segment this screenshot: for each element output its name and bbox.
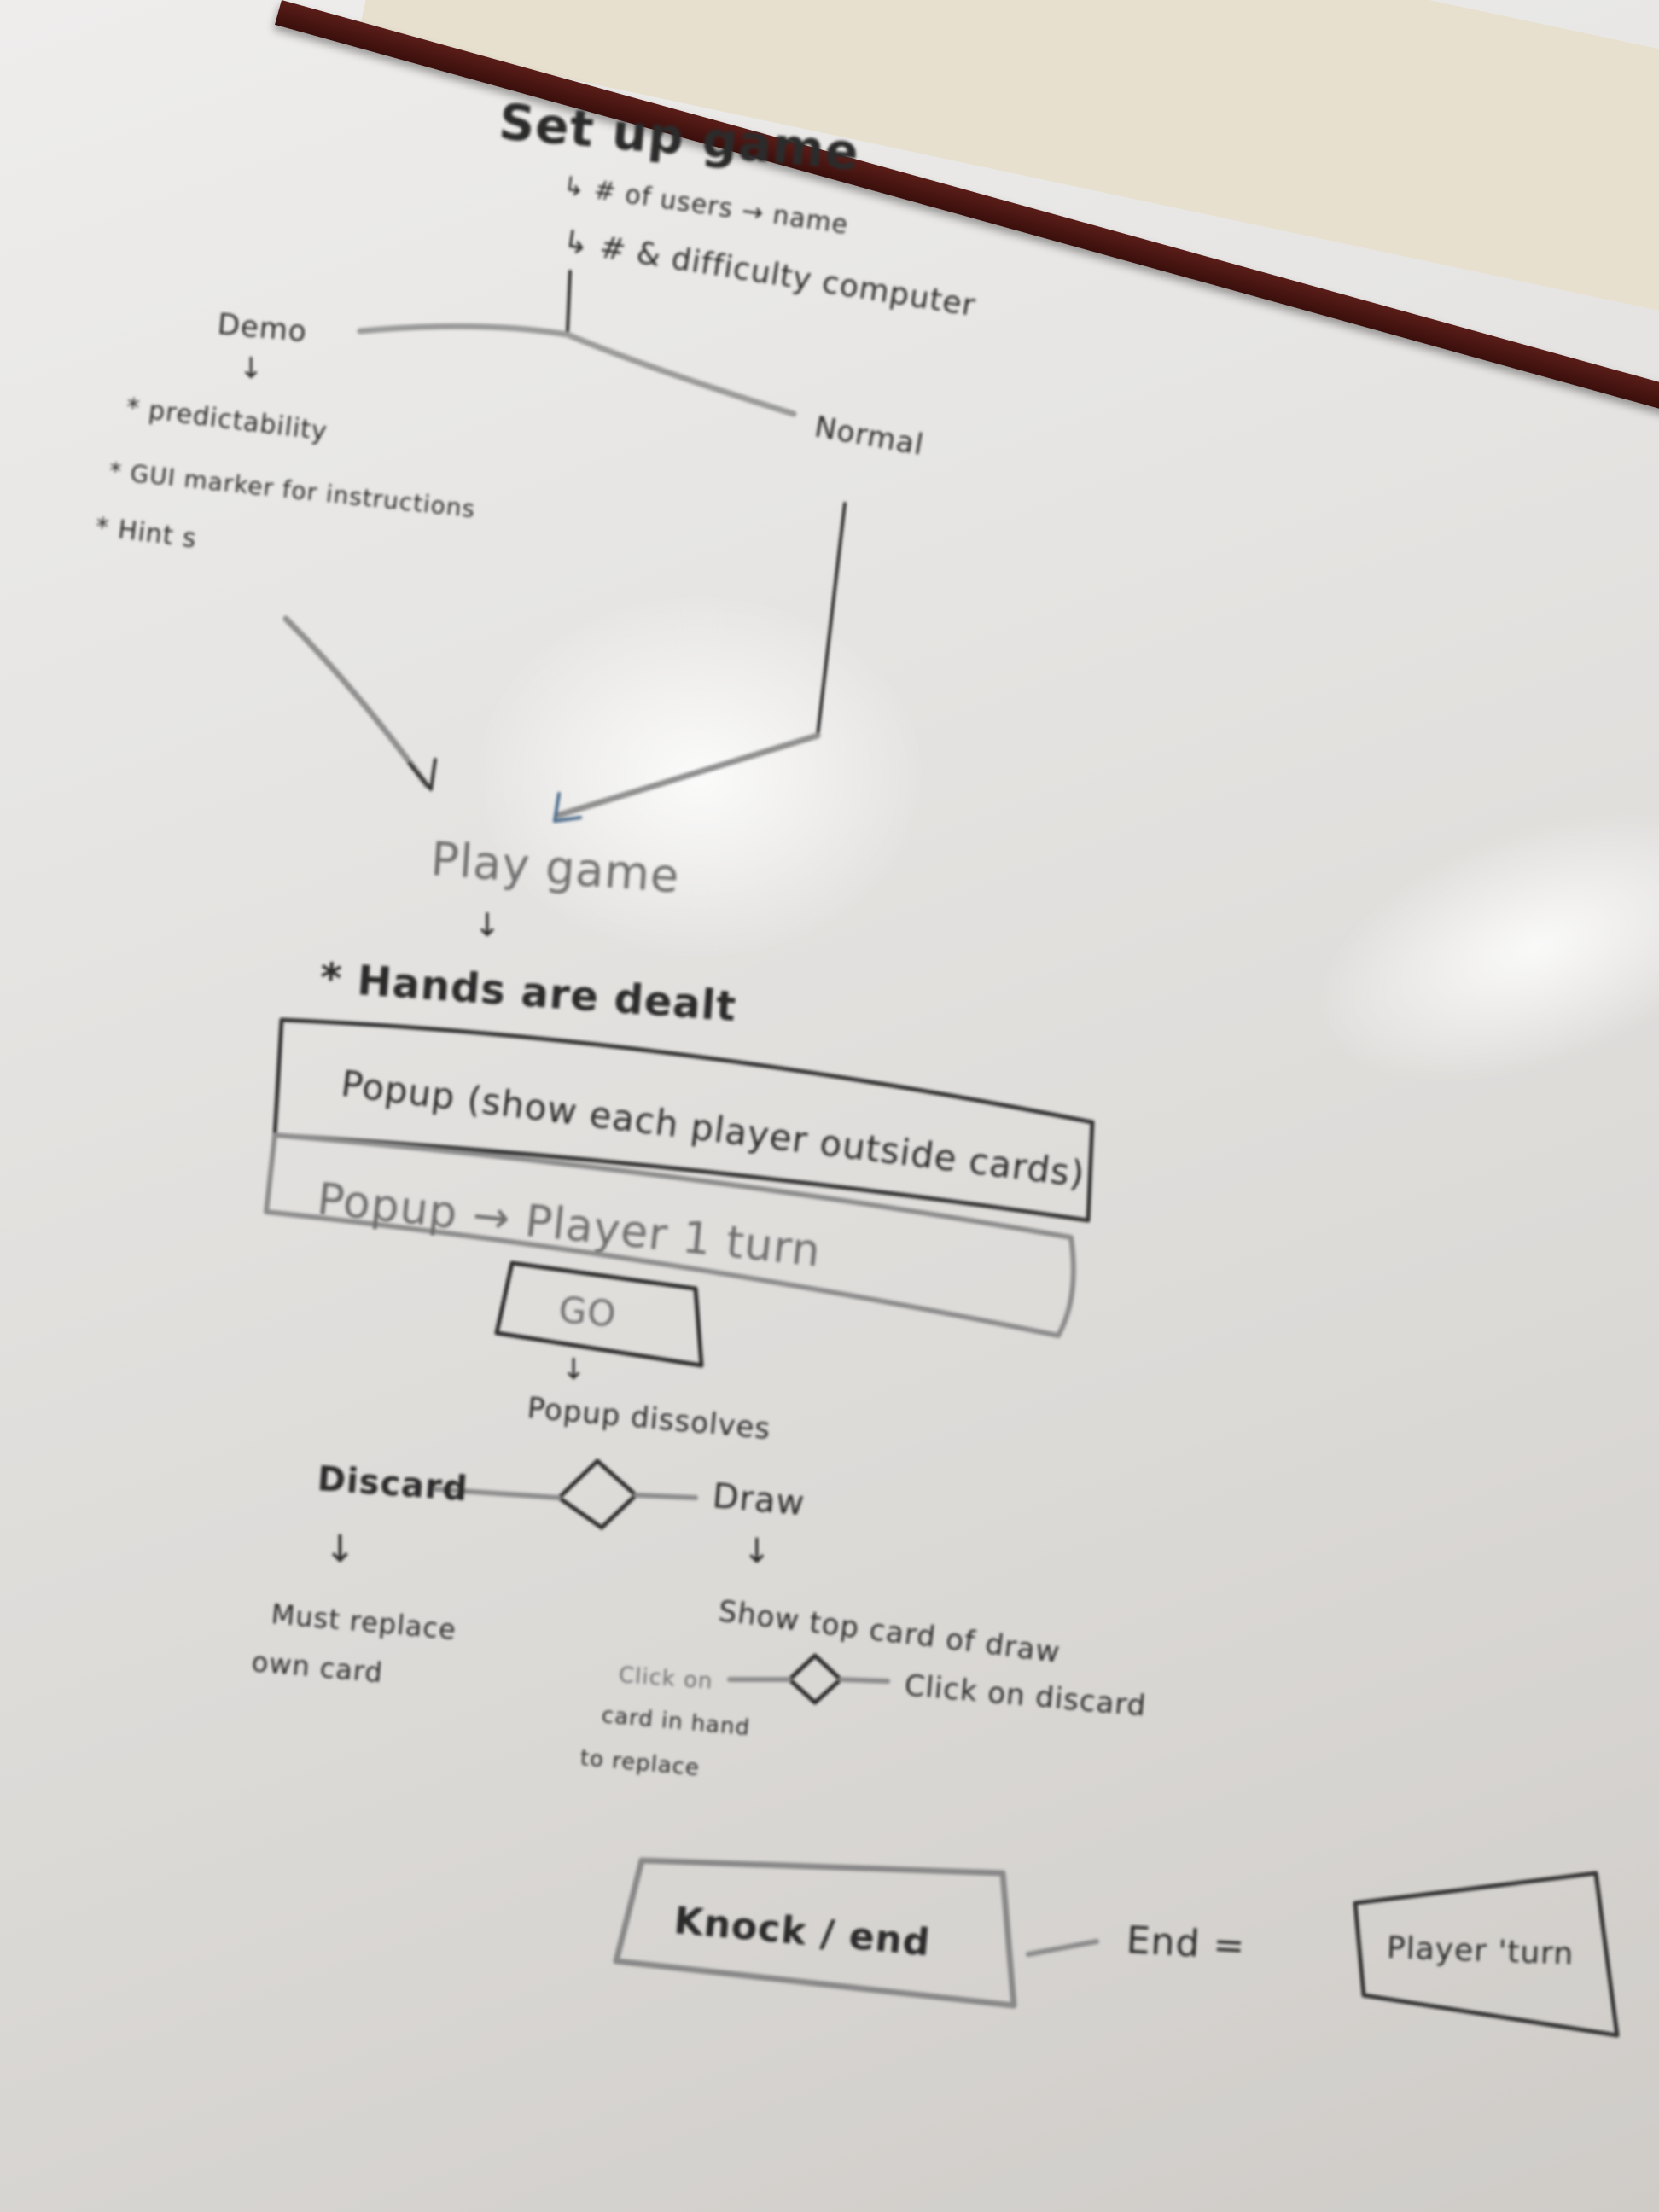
end-equals-label: End = (1125, 1918, 1247, 1969)
play-arrow: ↓ (474, 906, 502, 944)
knock-to-end-line (1026, 1939, 1099, 1957)
light-glare (478, 597, 922, 956)
setup-branch-line (357, 323, 797, 417)
popup-2-box (264, 1132, 1076, 1338)
knock-end-box (613, 1857, 1017, 2009)
decision-left-line (433, 1487, 562, 1500)
decision-right-line (633, 1493, 698, 1500)
draw-arrow: ↓ (742, 1532, 772, 1571)
setup-stem-line (566, 270, 572, 333)
decision-diamond (556, 1458, 638, 1530)
demo-to-play-arrowhead (408, 758, 437, 791)
demo-arrow: ↓ (239, 352, 265, 386)
player-turn-box (1353, 1871, 1620, 2038)
draw-decision-diamond (787, 1653, 843, 1705)
normal-down-line (816, 502, 847, 737)
discard-arrow: ↓ (324, 1528, 357, 1571)
go-arrow: ↓ (562, 1353, 587, 1387)
draw-label: Draw (710, 1476, 807, 1524)
draw-decision-right-line (838, 1677, 890, 1684)
normal-to-play-arrowhead (553, 792, 582, 823)
normal-to-play-line (556, 732, 821, 818)
go-label: GO (556, 1289, 619, 1336)
player-turn-label: Player 'turn (1386, 1930, 1575, 1972)
go-button-box (494, 1260, 704, 1368)
demo-to-play-arrow (282, 615, 430, 789)
popup-1-box (272, 1017, 1095, 1223)
